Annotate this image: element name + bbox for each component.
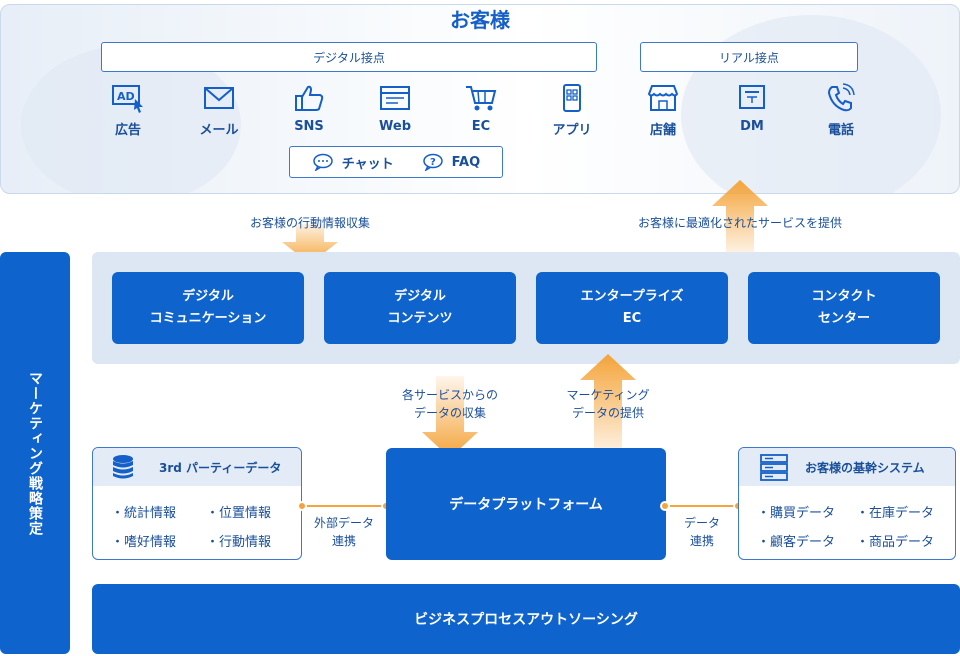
- channel-label: アプリ: [552, 123, 592, 138]
- channel-ad: AD 広告: [98, 83, 158, 143]
- direct-mail-icon: [739, 85, 765, 109]
- database-icon: [113, 455, 133, 479]
- link-dot: [660, 501, 670, 511]
- digital-touchpoint-label: デジタル接点: [101, 42, 597, 72]
- channel-store: 店舗: [633, 83, 693, 143]
- customer-title: お客様: [450, 8, 510, 32]
- service-digital-communication: デジタル コミュニケーション: [112, 272, 304, 344]
- data-provide-line: マーケティング: [566, 388, 650, 402]
- third-party-header: 3rd パーティーデータ: [93, 448, 301, 486]
- service-line: コンタクト: [811, 289, 877, 304]
- external-link-line: [302, 505, 386, 507]
- channel-label: 広告: [114, 123, 141, 138]
- data-provide-label: マーケティング データの提供: [538, 386, 678, 422]
- list-item: ・統計情報: [111, 506, 177, 521]
- channel-phone: 電話: [811, 83, 871, 143]
- external-link-line1: 外部データ: [313, 516, 374, 530]
- chat-faq-box: チャット ? FAQ: [289, 146, 503, 178]
- link-dot: [297, 501, 307, 511]
- channel-label: EC: [471, 119, 491, 134]
- channel-web: Web: [365, 83, 425, 143]
- bpo-bar: ビジネスプロセスアウトソーシング: [92, 584, 960, 654]
- chat-item: チャット: [312, 153, 394, 172]
- third-party-data-card: 3rd パーティーデータ ・統計情報 ・位置情報 ・嗜好情報 ・行動情報: [92, 447, 302, 560]
- data-link-label: データ 連携: [668, 514, 736, 550]
- provide-arrow: [712, 180, 768, 252]
- service-line: エンタープライズ: [580, 289, 684, 304]
- list-item: ・位置情報: [206, 506, 272, 521]
- svg-text:AD: AD: [117, 90, 135, 103]
- service-line: デジタル: [394, 289, 446, 304]
- channel-sns: SNS: [279, 83, 339, 143]
- core-system-header: お客様の基幹システム: [739, 448, 955, 486]
- collect-label: お客様の行動情報収集: [249, 216, 370, 230]
- data-link-line1: データ: [683, 516, 720, 530]
- channel-label: 電話: [827, 123, 854, 138]
- data-collect-line: 各サービスからの: [401, 388, 498, 402]
- store-icon: [647, 85, 679, 111]
- svg-text:?: ?: [430, 157, 436, 168]
- faq-item: ? FAQ: [422, 153, 481, 171]
- channel-mail: メール: [189, 83, 249, 143]
- thumbs-up-icon: [295, 85, 324, 111]
- external-link-label: 外部データ 連携: [306, 514, 382, 550]
- marketing-strategy-bar: マーケティング戦略策定: [0, 252, 70, 654]
- service-enterprise-ec: エンタープライズ EC: [536, 272, 728, 344]
- service-line: センター: [817, 311, 870, 326]
- channel-label: メール: [199, 123, 239, 138]
- phone-icon: [827, 83, 855, 112]
- service-digital-contents: デジタル コンテンツ: [324, 272, 516, 344]
- service-contact-center: コンタクト センター: [748, 272, 940, 344]
- service-line: コンテンツ: [387, 311, 453, 326]
- data-collect-line: データの収集: [413, 406, 486, 420]
- chat-label: チャット: [341, 156, 394, 172]
- cart-icon: [466, 86, 497, 111]
- list-item: ・商品データ: [856, 535, 935, 550]
- core-system-card: お客様の基幹システム ・購買データ ・在庫データ ・顧客データ ・商品データ: [738, 447, 956, 560]
- channel-label: SNS: [294, 119, 324, 134]
- core-system-list: ・購買データ ・在庫データ ・顧客データ ・商品データ: [739, 486, 955, 550]
- real-touchpoint-label: リアル接点: [640, 42, 858, 72]
- mail-icon: [204, 87, 234, 109]
- channel-app: アプリ: [542, 83, 602, 143]
- channel-dm: DM: [722, 83, 782, 143]
- third-party-title: 3rd パーティーデータ: [159, 460, 282, 475]
- external-link-line2: 連携: [331, 534, 356, 548]
- server-icon: [760, 454, 788, 481]
- provide-label: お客様に最適化されたサービスを提供: [637, 216, 842, 230]
- data-provide-line: データの提供: [571, 406, 644, 420]
- data-collect-arrow: [422, 376, 478, 458]
- service-line: EC: [622, 311, 642, 326]
- channel-label: DM: [740, 119, 764, 134]
- channel-ec: EC: [451, 83, 511, 143]
- list-item: ・購買データ: [757, 506, 836, 521]
- data-provide-arrow: [580, 354, 636, 458]
- browser-icon: [380, 86, 410, 110]
- list-item: ・在庫データ: [856, 506, 935, 521]
- ad-icon: AD: [112, 85, 143, 113]
- list-item: ・嗜好情報: [111, 535, 177, 550]
- faq-label: FAQ: [451, 154, 481, 170]
- channel-label: 店舗: [649, 123, 676, 138]
- smartphone-app-icon: [563, 84, 581, 112]
- list-item: ・顧客データ: [757, 535, 836, 550]
- question-bubble-icon: ?: [422, 153, 443, 171]
- list-item: ・行動情報: [206, 535, 272, 550]
- service-line: デジタル: [182, 289, 234, 304]
- data-collect-label: 各サービスからの データの収集: [380, 386, 520, 422]
- data-link-line2: 連携: [689, 534, 714, 548]
- collect-arrow: [282, 224, 338, 264]
- chat-bubble-icon: [313, 153, 333, 171]
- data-link-line: [666, 505, 738, 507]
- data-platform: データプラットフォーム: [386, 448, 666, 560]
- channel-label: Web: [379, 119, 411, 134]
- third-party-list: ・統計情報 ・位置情報 ・嗜好情報 ・行動情報: [93, 486, 301, 550]
- core-system-title: お客様の基幹システム: [805, 460, 925, 475]
- service-line: コミュニケーション: [149, 311, 267, 326]
